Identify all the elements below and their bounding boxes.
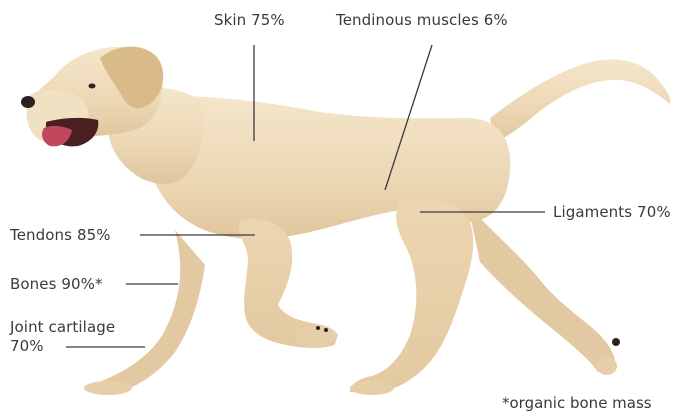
label-tendinous-muscles: Tendinous muscles 6% <box>336 11 508 30</box>
far-hind-paw <box>597 357 617 375</box>
label-bones: Bones 90%* <box>10 275 103 294</box>
label-ligaments: Ligaments 70% <box>553 203 671 222</box>
near-hind-paw <box>350 381 394 395</box>
label-tendons: Tendons 85% <box>10 226 111 245</box>
hind-leg-near <box>350 198 473 392</box>
nose <box>21 96 35 108</box>
footnote: *organic bone mass <box>502 394 652 412</box>
label-joint-cartilage-line2: 70% <box>10 337 115 356</box>
label-joint-cartilage: Joint cartilage 70% <box>10 318 115 356</box>
front-leg-far <box>90 230 205 392</box>
label-joint-cartilage-line1: Joint cartilage <box>10 318 115 337</box>
label-skin: Skin 75% <box>214 11 285 30</box>
tail <box>490 59 671 142</box>
hind-leg-far <box>468 205 615 372</box>
eye <box>89 84 96 89</box>
far-front-paw <box>84 381 132 395</box>
